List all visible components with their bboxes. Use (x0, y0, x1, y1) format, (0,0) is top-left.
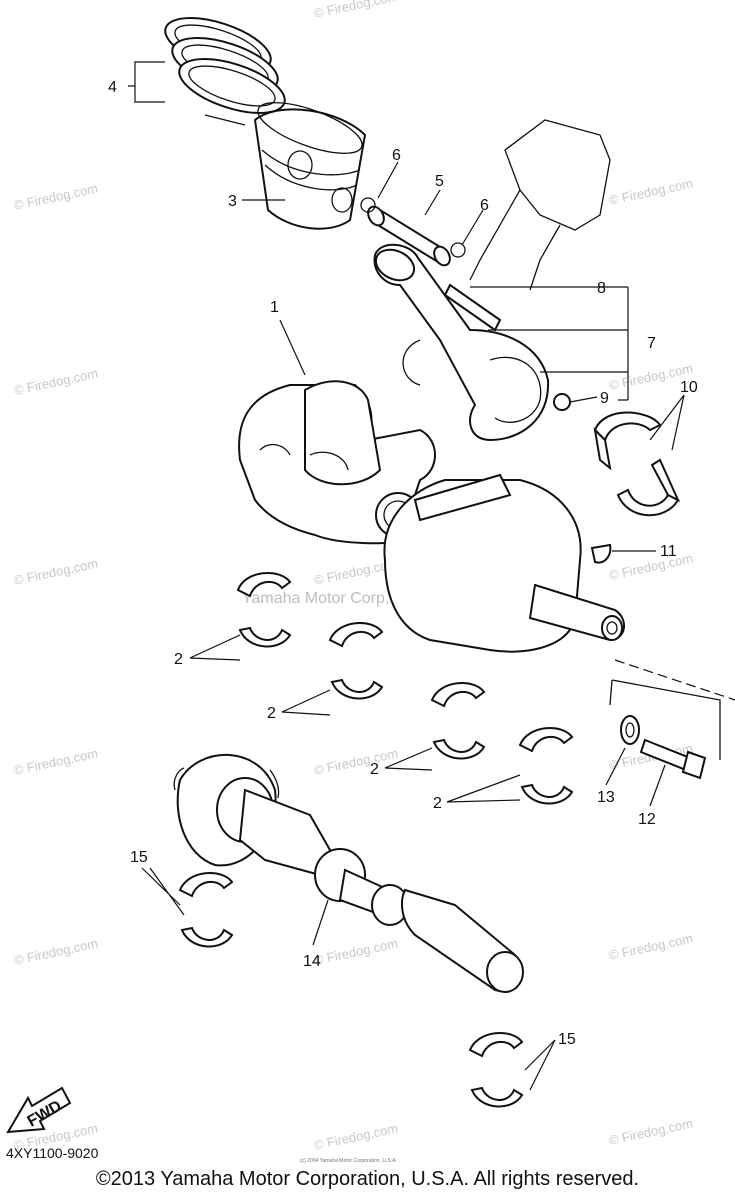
callout-2-c: 2 (370, 761, 379, 778)
callout-3: 3 (228, 193, 237, 210)
callout-labels: 1 2 2 2 2 3 4 5 6 6 7 8 9 10 11 12 13 14… (108, 79, 698, 1048)
callout-2-a: 2 (174, 651, 183, 668)
watermark-1: © Firedog.com (313, 0, 400, 21)
watermark-6: © Firedog.com (13, 555, 100, 587)
watermark-16: © Firedog.com (313, 1120, 400, 1152)
callout-10: 10 (680, 379, 698, 396)
watermark-8: © Firedog.com (608, 550, 695, 582)
copyright-fine-print: (c) 2004 Yamaha Motor Corporation, U.S.A… (300, 1158, 397, 1164)
rod-bearings (593, 411, 681, 517)
watermark-10: © Firedog.com (313, 745, 400, 777)
bolt-and-washer (620, 715, 707, 780)
main-bearings (236, 571, 574, 805)
watermark-12: © Firedog.com (13, 935, 100, 967)
drawing-code: 4XY1100-9020 (6, 1145, 99, 1161)
callout-5: 5 (435, 173, 444, 190)
piston (253, 102, 367, 230)
callout-4: 4 (108, 79, 117, 96)
callout-14: 14 (303, 953, 321, 970)
callout-2-d: 2 (433, 795, 442, 812)
balancer-shaft (173, 753, 524, 993)
piston-pin-assembly (360, 197, 466, 267)
fwd-arrow: FWD (6, 1086, 72, 1134)
watermark-3: © Firedog.com (608, 175, 695, 207)
callout-2-b: 2 (267, 705, 276, 722)
callout-13: 13 (597, 789, 615, 806)
piston-rings (164, 17, 286, 126)
callout-1: 1 (270, 299, 279, 316)
callout-7: 7 (647, 335, 656, 352)
copyright-notice: ©2013 Yamaha Motor Corporation, U.S.A. A… (95, 1168, 640, 1190)
callout-9: 9 (600, 390, 609, 407)
callout-12: 12 (638, 811, 656, 828)
leader-lines (128, 61, 685, 1091)
connecting-rod (373, 243, 571, 442)
callout-6-a: 6 (392, 147, 401, 164)
engine-case-outline (402, 119, 735, 760)
callout-15-a: 15 (130, 849, 148, 866)
watermark-17: © Firedog.com (608, 1115, 695, 1147)
balancer-bearings (178, 871, 524, 1108)
watermark-2: © Firedog.com (13, 180, 100, 212)
callout-8: 8 (597, 280, 606, 297)
woodruff-key (590, 543, 612, 564)
watermark-4: © Firedog.com (13, 365, 100, 397)
callout-15-b: 15 (558, 1031, 576, 1048)
callout-6-b: 6 (480, 197, 489, 214)
watermark-13: © Firedog.com (313, 935, 400, 967)
watermark-14: © Firedog.com (608, 930, 695, 962)
watermark-9: © Firedog.com (13, 745, 100, 777)
crankshaft (238, 380, 625, 653)
callout-11: 11 (660, 543, 677, 560)
